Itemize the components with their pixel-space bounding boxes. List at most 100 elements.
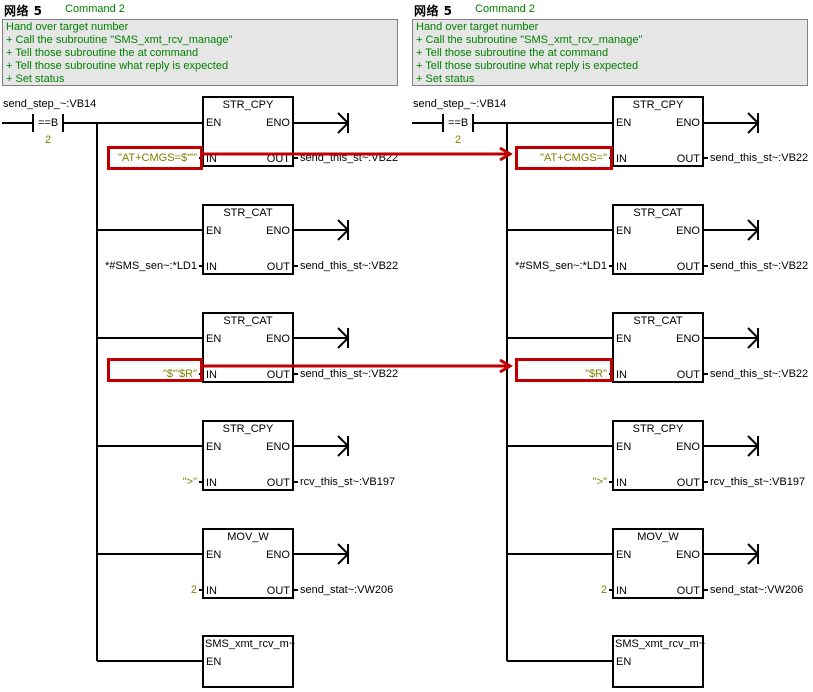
pin-en: EN [206,117,222,129]
pin-out: OUT [676,369,700,381]
contact-operand[interactable]: 2 [45,134,52,146]
highlight-box [515,146,613,170]
ladder-wires [412,112,760,662]
pin-en: EN [616,441,632,453]
in-operand[interactable]: 2 [600,584,607,596]
subroutine-call-block[interactable]: SMS_xmt_rcv_m~ EN [202,635,295,688]
pin-in: IN [206,369,217,381]
comment-line: + Tell those subroutine what reply is ex… [416,60,639,72]
out-operand[interactable]: send_this_st~:VB22 [710,152,809,164]
out-operand[interactable]: rcv_this_st~:VB197 [300,476,396,488]
out-operand[interactable]: rcv_this_st~:VB197 [710,476,806,488]
contact-operator[interactable]: ==B [38,117,59,129]
out-operand[interactable]: send_this_st~:VB22 [300,260,399,272]
network-comment-title[interactable]: Command 2 [475,3,535,15]
instruction-block-str-cat[interactable]: STR_CAT EN ENO IN OUT [202,204,294,275]
comment-line: + Tell those subroutine the at command [6,47,199,59]
pin-in: IN [616,369,627,381]
pin-in: IN [616,585,627,597]
highlight-box [107,146,203,170]
pin-en: EN [616,549,632,561]
pin-out: OUT [266,261,290,273]
contact-address[interactable]: send_step_~:VB14 [3,98,97,110]
pin-out: OUT [266,153,290,165]
in-operand[interactable]: "AT+CMGS=$'"" [117,152,197,164]
instruction-block-mov-w[interactable]: MOV_W EN ENO IN OUT [202,528,294,599]
pin-out: OUT [266,369,290,381]
pin-en: EN [206,549,222,561]
in-operand[interactable]: *#SMS_sen~:*LD1 [104,260,197,272]
comment-line: + Tell those subroutine the at command [416,47,609,59]
pin-eno: ENO [676,333,700,345]
pin-out: OUT [676,153,700,165]
contact-address[interactable]: send_step_~:VB14 [413,98,507,110]
block-name: STR_CAT [223,207,273,219]
pin-in: IN [206,261,217,273]
out-operand[interactable]: send_stat~:VW206 [710,584,804,596]
pin-in: IN [616,477,627,489]
network-panel-right: 网络 5 Command 2 Hand over target number +… [410,0,813,692]
pin-eno: ENO [676,225,700,237]
out-operand[interactable]: send_this_st~:VB22 [300,368,399,380]
pin-en: EN [206,333,222,345]
block-name: STR_CPY [632,99,684,111]
in-operand[interactable]: "AT+CMGS=" [540,152,607,164]
pin-en: EN [206,656,222,668]
out-operand[interactable]: send_stat~:VW206 [300,584,394,596]
pin-in: IN [616,261,627,273]
block-name: STR_CAT [633,207,683,219]
in-operand[interactable]: *#SMS_sen~:*LD1 [514,260,607,272]
instruction-block-str-cat[interactable]: STR_CAT EN ENO IN OUT [202,312,294,383]
instruction-block-str-cat[interactable]: STR_CAT EN ENO IN OUT [612,312,704,383]
block-name: STR_CPY [632,423,684,435]
out-operand[interactable]: send_this_st~:VB22 [300,152,399,164]
instruction-block-str-cat[interactable]: STR_CAT EN ENO IN OUT [612,204,704,275]
block-name: MOV_W [637,531,679,543]
comment-line: + Set status [6,73,65,85]
comment-line: + Tell those subroutine what reply is ex… [6,60,229,72]
contact-operand[interactable]: 2 [455,134,462,146]
subroutine-call-block[interactable]: SMS_xmt_rcv_m~ EN [612,635,706,688]
pin-in: IN [206,153,217,165]
pin-en: EN [616,225,632,237]
comment-line: Hand over target number [416,21,539,33]
in-operand[interactable]: "$R" [585,368,607,380]
highlight-box [515,358,613,382]
in-operand[interactable]: 2 [190,584,197,596]
pin-eno: ENO [266,549,290,561]
pin-out: OUT [676,261,700,273]
contact-operator[interactable]: ==B [448,117,469,129]
in-operand[interactable]: ">" [592,476,607,488]
pin-en: EN [206,441,222,453]
out-operand[interactable]: send_this_st~:VB22 [710,260,809,272]
network-comment[interactable]: Hand over target number + Call the subro… [2,19,398,86]
instruction-block-str-cpy[interactable]: STR_CPY EN ENO IN OUT [612,420,704,491]
subroutine-name: SMS_xmt_rcv_m~ [615,638,706,650]
in-operand[interactable]: "$'"$R" [163,368,197,380]
comment-line: Hand over target number [6,21,129,33]
pin-eno: ENO [266,225,290,237]
highlight-box [107,358,203,382]
pin-en: EN [616,656,632,668]
block-name: STR_CAT [633,315,683,327]
pin-out: OUT [676,477,700,489]
pin-eno: ENO [676,117,700,129]
pin-en: EN [616,333,632,345]
block-name: STR_CPY [222,99,274,111]
pin-eno: ENO [266,441,290,453]
instruction-block-mov-w[interactable]: MOV_W EN ENO IN OUT [612,528,704,599]
instruction-block-str-cpy[interactable]: STR_CPY EN ENO IN OUT [612,96,704,167]
comment-line: + Call the subroutine "SMS_xmt_rcv_manag… [416,34,643,46]
instruction-block-str-cpy[interactable]: STR_CPY EN ENO IN OUT [202,96,294,167]
pin-eno: ENO [676,441,700,453]
comment-line: + Call the subroutine "SMS_xmt_rcv_manag… [6,34,233,46]
block-name: STR_CPY [222,423,274,435]
pin-in: IN [206,585,217,597]
pin-en: EN [206,225,222,237]
in-operand[interactable]: ">" [182,476,197,488]
network-comment[interactable]: Hand over target number + Call the subro… [412,19,808,86]
instruction-block-str-cpy[interactable]: STR_CPY EN ENO IN OUT [202,420,294,491]
out-operand[interactable]: send_this_st~:VB22 [710,368,809,380]
pin-out: OUT [266,585,290,597]
network-comment-title[interactable]: Command 2 [65,3,125,15]
